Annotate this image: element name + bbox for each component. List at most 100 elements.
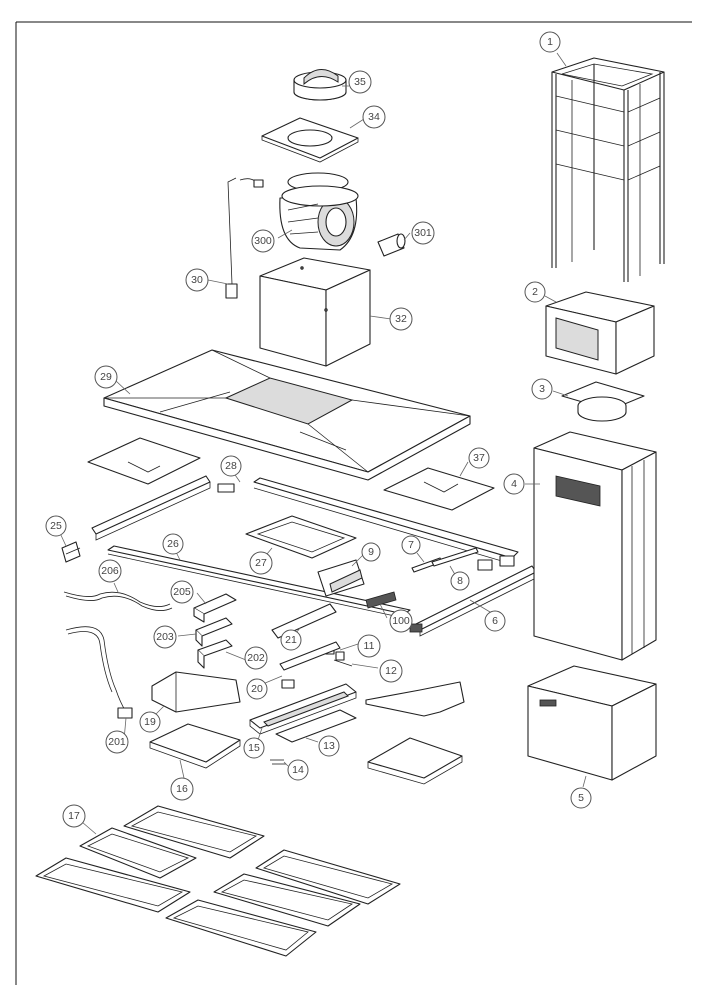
callout-3: 3 xyxy=(531,378,553,400)
part-16-panel xyxy=(149,723,241,769)
part-15-rail xyxy=(249,683,357,735)
callout-8: 8 xyxy=(450,571,470,591)
part-203-module xyxy=(195,617,233,647)
part-17-filters xyxy=(35,805,401,957)
callout-203: 203 xyxy=(153,625,177,649)
callout-label: 206 xyxy=(101,565,119,577)
callout-label: 20 xyxy=(251,683,263,695)
callout-label: 300 xyxy=(254,235,272,247)
part-32-box xyxy=(259,257,371,367)
callout-6: 6 xyxy=(484,610,506,632)
callout-label: 26 xyxy=(167,538,179,550)
part-9-chassis xyxy=(271,559,365,639)
callout-300: 300 xyxy=(251,229,275,253)
callout-label: 3 xyxy=(539,383,545,395)
callout-201: 201 xyxy=(105,730,129,754)
part-right-curved-panel xyxy=(365,681,465,717)
callouts: 1 2 3 4 5 6 7 8 9 11 12 13 14 15 16 17 1… xyxy=(45,31,592,828)
callout-label: 29 xyxy=(100,371,112,383)
callout-4: 4 xyxy=(503,473,525,495)
callout-30: 30 xyxy=(185,268,209,292)
callout-label: 8 xyxy=(457,575,463,587)
callout-label: 202 xyxy=(247,652,265,664)
part-300-motor xyxy=(279,172,359,251)
callout-20: 20 xyxy=(246,678,268,700)
callout-label: 12 xyxy=(385,665,397,677)
part-20-plate xyxy=(279,641,341,689)
part-34-plate xyxy=(261,117,359,163)
part-205-board xyxy=(193,593,237,623)
callout-28: 28 xyxy=(220,455,242,477)
part-14-screws xyxy=(270,759,286,765)
callout-label: 30 xyxy=(191,274,203,286)
callout-11: 11 xyxy=(357,634,381,658)
callout-17: 17 xyxy=(62,804,86,828)
part-1-frame xyxy=(551,57,665,282)
callout-1: 1 xyxy=(539,31,561,53)
part-28-rail xyxy=(217,477,519,567)
callout-7: 7 xyxy=(401,535,421,555)
part-rail-left xyxy=(91,475,211,541)
callout-27: 27 xyxy=(249,551,273,575)
callout-label: 205 xyxy=(173,586,191,598)
callout-32: 32 xyxy=(389,307,413,331)
callout-34: 34 xyxy=(362,105,386,129)
callout-301: 301 xyxy=(411,221,435,245)
part-29-hood-top xyxy=(103,349,471,481)
part-30-cable xyxy=(225,177,264,299)
callout-label: 1 xyxy=(547,36,553,48)
callout-205: 205 xyxy=(170,580,194,604)
callout-label: 15 xyxy=(248,742,260,754)
part-6-bar xyxy=(409,565,537,637)
callout-37: 37 xyxy=(468,447,490,469)
callout-label: 100 xyxy=(392,615,410,627)
callout-label: 14 xyxy=(292,764,304,776)
part-7-8-rods xyxy=(411,547,493,573)
callout-label: 2 xyxy=(532,286,538,298)
callout-label: 21 xyxy=(285,634,297,646)
callout-label: 13 xyxy=(323,740,335,752)
callout-5: 5 xyxy=(570,787,592,809)
callout-16: 16 xyxy=(170,777,194,801)
callout-label: 28 xyxy=(225,460,237,472)
callout-label: 7 xyxy=(408,539,414,551)
part-2-box xyxy=(545,291,655,375)
callout-label: 5 xyxy=(578,792,584,804)
part-201-cable xyxy=(65,626,133,719)
part-100-connector xyxy=(365,591,397,609)
callout-label: 25 xyxy=(50,520,62,532)
callout-label: 4 xyxy=(511,478,517,490)
part-4-chimney xyxy=(533,431,657,661)
part-25-bracket xyxy=(61,541,81,563)
callout-label: 37 xyxy=(473,452,485,464)
part-37-panels xyxy=(87,437,495,511)
part-35-cap xyxy=(293,69,347,101)
callout-label: 16 xyxy=(176,783,188,795)
part-5-box xyxy=(527,665,657,781)
callout-label: 34 xyxy=(368,111,380,123)
part-202-box xyxy=(197,639,233,669)
callout-label: 27 xyxy=(255,557,267,569)
callout-label: 17 xyxy=(68,810,80,822)
callout-label: 9 xyxy=(368,546,374,558)
callout-9: 9 xyxy=(361,542,381,562)
callout-13: 13 xyxy=(318,735,340,757)
leader-lines xyxy=(59,52,587,835)
callout-label: 19 xyxy=(144,716,156,728)
callout-label: 201 xyxy=(108,736,126,748)
callout-202: 202 xyxy=(244,646,268,670)
callout-label: 11 xyxy=(364,640,375,652)
callout-label: 203 xyxy=(156,631,174,643)
callout-label: 32 xyxy=(395,313,407,325)
part-right-bottom-panel xyxy=(367,737,463,785)
page-frame xyxy=(15,21,692,985)
callout-206: 206 xyxy=(98,559,122,583)
parts-layer xyxy=(35,57,665,957)
callout-12: 12 xyxy=(379,659,403,683)
callout-35: 35 xyxy=(348,70,372,94)
part-13-strip xyxy=(275,709,357,743)
part-206-cable xyxy=(63,591,173,611)
callout-15: 15 xyxy=(243,737,265,759)
callout-21: 21 xyxy=(280,629,302,651)
